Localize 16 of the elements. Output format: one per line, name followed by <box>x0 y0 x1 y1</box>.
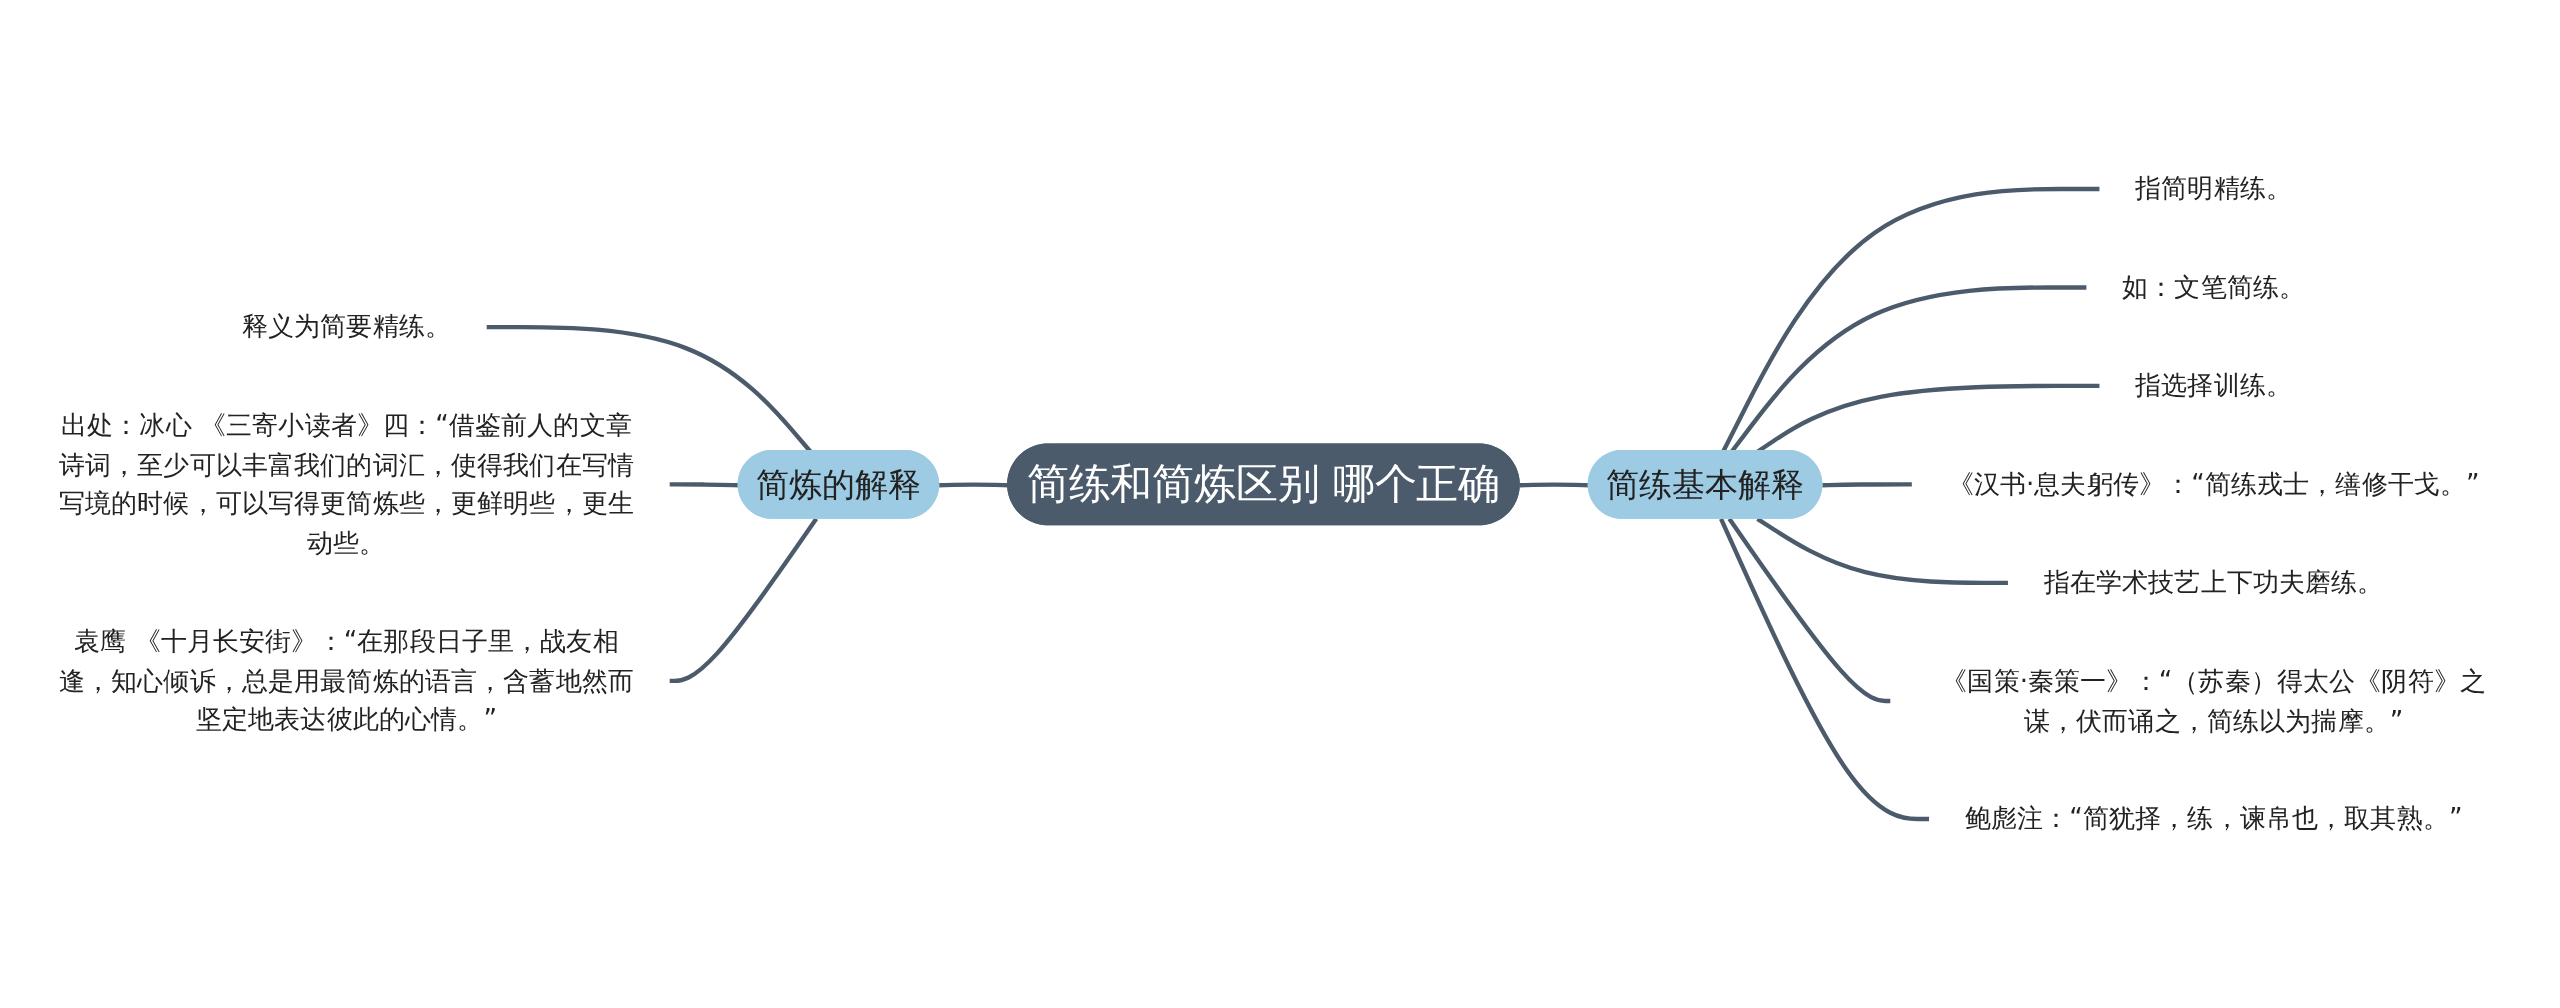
node-text: 如：文笔简练。 <box>2122 271 2306 303</box>
node-text: 指选择训练。 <box>2135 369 2293 402</box>
connector <box>668 517 819 684</box>
connector <box>1756 517 2009 586</box>
node-text: 《汉书·息夫躬传》：“简练戎士，缮修干戈。” <box>1947 468 2480 500</box>
connector <box>1727 517 1892 704</box>
connector <box>1822 482 1913 488</box>
node-text: 鲍彪注：“简犹择，练，谏帛也，取其熟。” <box>1964 802 2463 835</box>
node-text: 指简明精练。 <box>2135 172 2293 205</box>
connector <box>939 482 1009 488</box>
connector <box>1719 517 1930 822</box>
node-text: 《国策·秦策一》：“（苏秦）得太公《阴符》之谋，伏而诵之，简练以为揣摩。” <box>1941 665 2486 736</box>
node-text: 释义为简要精练。 <box>241 310 451 343</box>
node-text: 指在学术技艺上下功夫磨练。 <box>2043 566 2384 599</box>
node-text: 袁鹰 《十月长安街》：“在那段日子里，战友相逢，知心倾诉，总是用最简炼的语言，含蓄地然而坚定地表达彼此的心情。” <box>58 625 634 736</box>
node-text: 出处：冰心 《三寄小读者》四：“借鉴前人的文章诗词，至少可以丰富我们的词汇，使得我们在写情写境的时候，可以写得更简炼些，更鲜明些，更生动些。 <box>58 409 634 559</box>
